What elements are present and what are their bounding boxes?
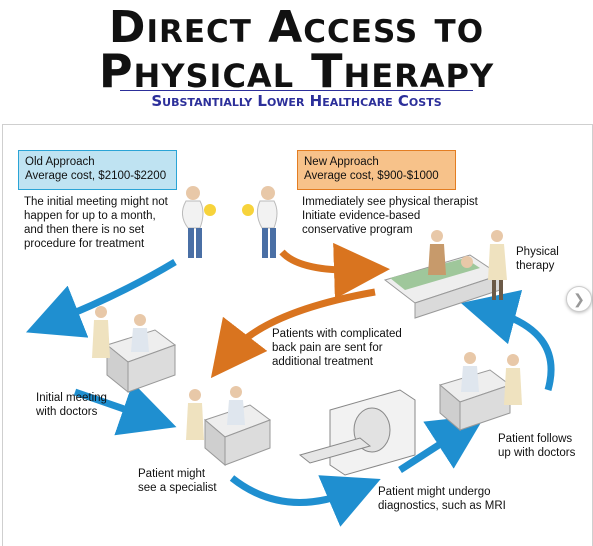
label-diagnostics: Patient might undergo diagnostics, such …: [378, 486, 506, 512]
patient-old-figure: [182, 186, 216, 258]
new-approach-cost: Average cost, $900-$1000: [304, 170, 439, 182]
title-line-1: Direct Access to: [108, 2, 485, 53]
old-approach-cost: Average cost, $2100-$2200: [25, 170, 167, 182]
arrow-to-initial-meeting: [25, 258, 177, 338]
chevron-right-icon[interactable]: ❯: [566, 286, 592, 312]
old-approach-label: Old Approach: [25, 156, 95, 168]
subtitle: Substantially Lower Healthcare Costs: [151, 92, 442, 110]
specialist-scene: [186, 386, 272, 467]
label-follows-up: Patient follows up with doctors: [498, 433, 576, 459]
mri-scene: [298, 389, 416, 476]
label-specialist: Patient might see a specialist: [138, 468, 217, 494]
follow-up-scene: [438, 352, 522, 432]
header: Direct Access to Physical Therapy Substa…: [0, 0, 593, 120]
arrow-to-follow-up: [398, 414, 486, 473]
initial-meeting-scene: [92, 306, 177, 394]
label-physical-therapy: Physical therapy: [516, 246, 559, 272]
patient-new-figure: [242, 186, 278, 258]
arrow-to-physical-therapy: [460, 289, 555, 391]
physical-therapy-scene: [383, 230, 507, 319]
old-approach-description: The initial meeting might not happen for…: [24, 196, 168, 250]
new-approach-description: Immediately see physical therapist Initi…: [302, 196, 478, 236]
new-approach-label: New Approach: [304, 156, 379, 168]
old-approach-box: Old Approach Average cost, $2100-$2200: [18, 150, 177, 190]
label-initial-meeting: Initial meeting with doctors: [36, 392, 107, 418]
subtitle-rule: [120, 90, 473, 91]
title-line-2: Physical Therapy: [98, 44, 495, 98]
arrow-to-specialist: [73, 382, 177, 436]
label-complicated-back-pain: Patients with complicated back pain are …: [272, 328, 402, 368]
new-approach-box: New Approach Average cost, $900-$1000: [297, 150, 456, 190]
arrow-to-diagnostics: [229, 475, 381, 527]
arrow-new-to-therapy: [279, 242, 390, 299]
arrow-therapy-to-specialist: [210, 288, 376, 379]
